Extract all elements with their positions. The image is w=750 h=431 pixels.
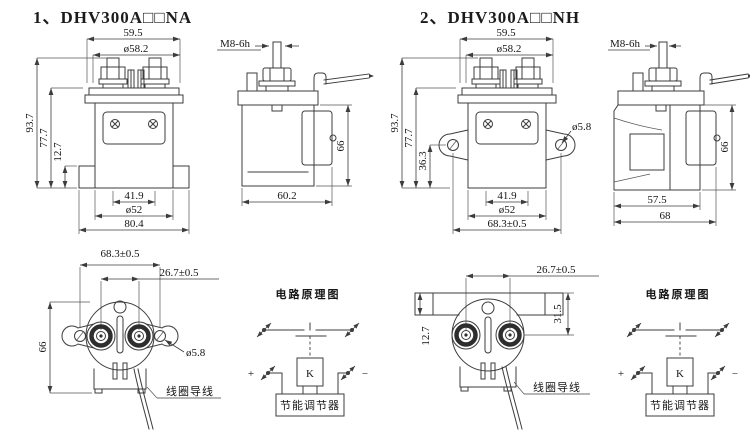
dim-bracket-height-label: 12.7 bbox=[52, 142, 64, 162]
dim-flange-thickness-label: 12.7 bbox=[420, 326, 432, 346]
dim-terminal-spacing-label: 41.9 bbox=[124, 190, 144, 202]
variant2-circuit-diagram: 电路原理图 K 节能调节器 + − bbox=[618, 287, 738, 417]
dim-height-label: 66 bbox=[719, 141, 731, 153]
variant2-side-view: M8-6h 66 57.5 68 bbox=[608, 38, 750, 226]
dim-body-height-label: 77.7 bbox=[38, 128, 50, 148]
circuit-title: 电路原理图 bbox=[646, 287, 711, 301]
dim-top-width-label: 59.5 bbox=[123, 27, 143, 39]
dim-flange-height-label: 36.3 bbox=[417, 151, 429, 171]
variant1-side-view: M8-6h 66 60.2 bbox=[217, 38, 374, 206]
dim-body-diameter-label: ø52 bbox=[499, 204, 516, 216]
plus-label: + bbox=[618, 368, 624, 380]
dim-mounting-hole-spacing-label: 68.3±0.5 bbox=[100, 248, 140, 260]
dim-height-label: 66 bbox=[335, 140, 347, 152]
dim-total-height-label: 93.7 bbox=[389, 113, 401, 133]
thread-spec-label: M8-6h bbox=[610, 38, 640, 50]
coil-lead-label: 线圈导线 bbox=[166, 384, 214, 398]
dim-depth-label: 60.2 bbox=[277, 190, 296, 202]
dim-inner-depth-label: 57.5 bbox=[647, 194, 667, 206]
dim-mounting-hole-spacing-label: 68.3±0.5 bbox=[487, 218, 527, 230]
circuit-title: 电路原理图 bbox=[276, 287, 341, 301]
dim-mounting-hole-diameter-label: ø5.8 bbox=[186, 347, 206, 359]
minus-label: − bbox=[732, 368, 738, 380]
dim-body-diameter-label: ø52 bbox=[126, 204, 143, 216]
thread-spec-label: M8-6h bbox=[220, 38, 250, 50]
dim-mounting-hole-diameter-label: ø5.8 bbox=[572, 121, 592, 133]
dim-cap-diameter-label: ø58.2 bbox=[124, 43, 149, 55]
variant1-front-view: 59.5 ø58.2 93.7 77.7 12.7 bbox=[24, 27, 190, 234]
dim-total-depth-label: 68 bbox=[660, 210, 672, 222]
relay-k-label: K bbox=[306, 368, 314, 380]
variant2-bottom-view: 26.7±0.5 12.7 31.5 线圈导线 bbox=[414, 264, 599, 430]
dim-terminal-spacing-label: 26.7±0.5 bbox=[536, 264, 576, 276]
variant2-title: 2、DHV300A□□NH bbox=[420, 8, 581, 27]
dim-top-width-label: 59.5 bbox=[496, 27, 516, 39]
dim-height-label: 66 bbox=[37, 341, 49, 353]
dim-terminal-spacing-label: 41.9 bbox=[497, 190, 517, 202]
dim-terminal-spacing-label: 26.7±0.5 bbox=[159, 267, 199, 279]
plus-label: + bbox=[248, 368, 254, 380]
variant1-circuit-diagram: 电路原理图 K 节能调节器 + − bbox=[248, 287, 368, 417]
variant2-front-view: 59.5 ø58.2 ø5.8 93.7 77.7 36.3 bbox=[389, 27, 592, 234]
dim-flange-to-terminal-label: 31.5 bbox=[552, 304, 564, 324]
dim-cap-diameter-label: ø58.2 bbox=[497, 43, 522, 55]
relay-k-label: K bbox=[676, 368, 684, 380]
regulator-label: 节能调节器 bbox=[650, 398, 710, 412]
dim-base-width-label: 80.4 bbox=[124, 218, 144, 230]
coil-lead-label: 线圈导线 bbox=[533, 380, 581, 394]
regulator-label: 节能调节器 bbox=[280, 398, 340, 412]
variant1-bottom-view: 68.3±0.5 26.7±0.5 66 ø5.8 线圈导线 bbox=[37, 248, 221, 430]
dim-body-height-label: 77.7 bbox=[403, 128, 415, 148]
dim-total-height-label: 93.7 bbox=[24, 113, 36, 133]
variant1-title: 1、DHV300A□□NA bbox=[33, 8, 193, 27]
minus-label: − bbox=[362, 368, 368, 380]
